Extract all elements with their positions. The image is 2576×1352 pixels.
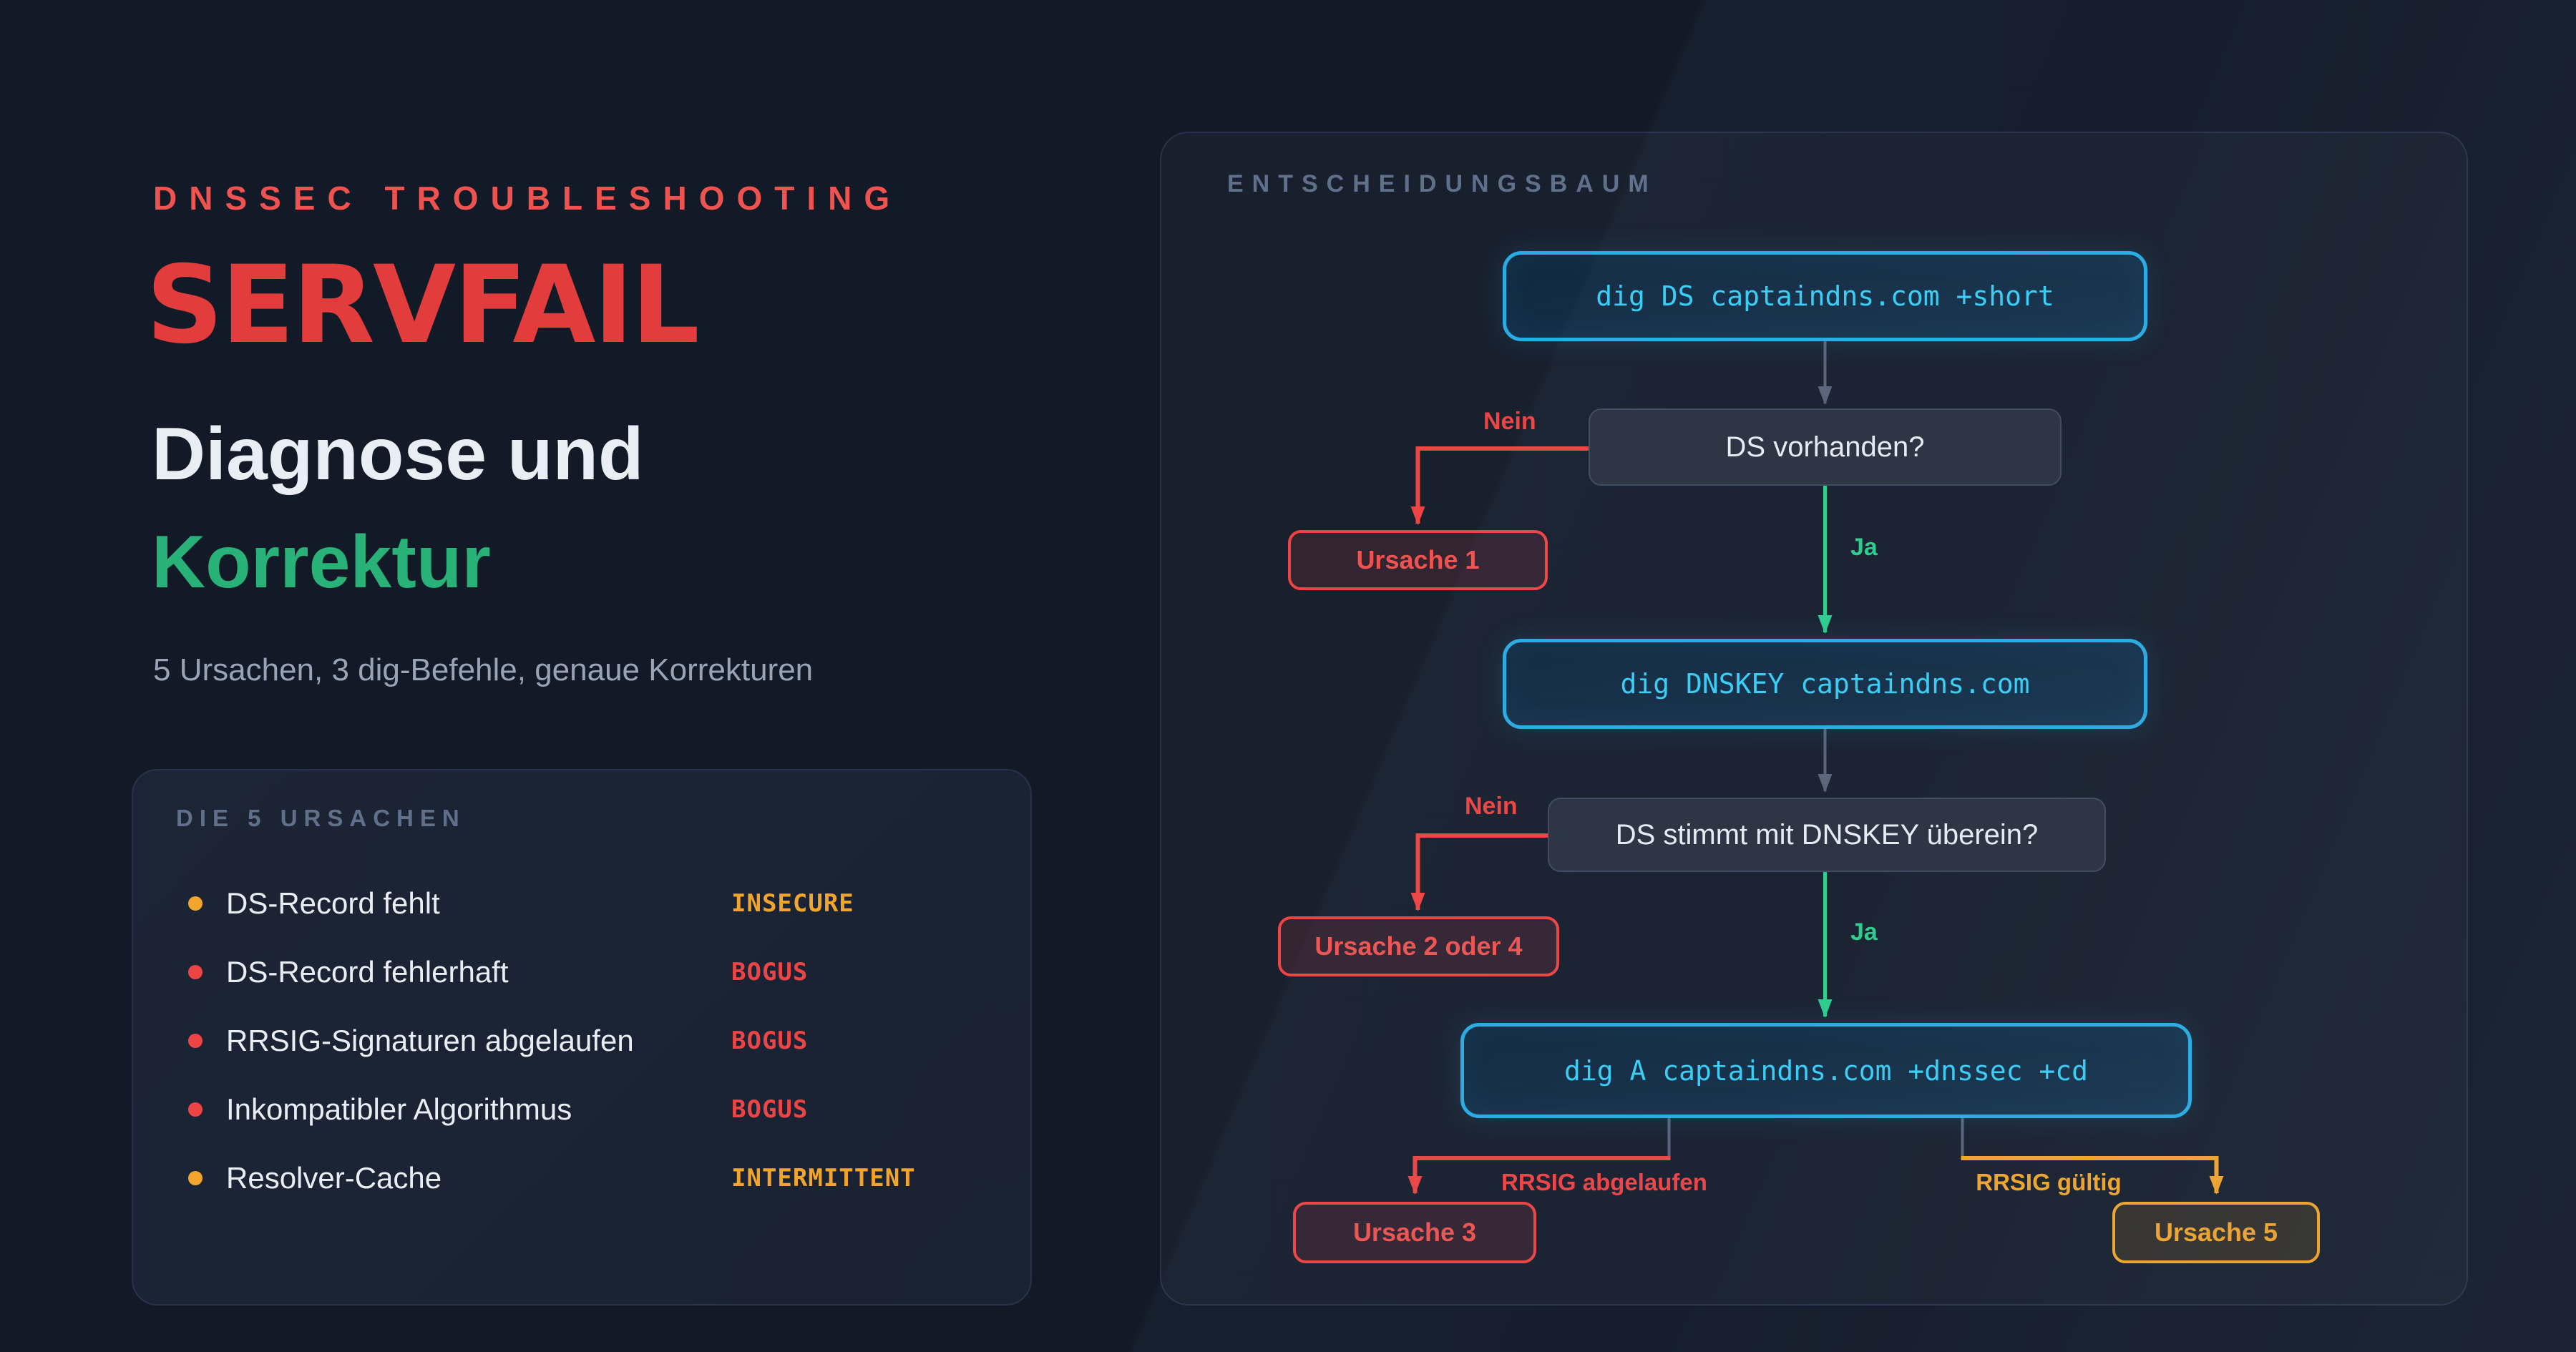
- status-badge: INTERMITTENT: [731, 1164, 916, 1192]
- bullet-dot-icon: [188, 1102, 203, 1117]
- flow-connectors: [1407, 341, 2224, 1195]
- status-badge: BOGUS: [731, 1095, 809, 1124]
- cause-row-5: Resolver-Cache INTERMITTENT: [133, 1161, 1030, 1195]
- edge-cmd3-cause3: [1407, 1156, 1671, 1195]
- edge-label-rrsig-abgelaufen: RRSIG abgelaufen: [1501, 1169, 1707, 1195]
- edge-label-rrsig-gueltig: RRSIG gültig: [1976, 1169, 2122, 1195]
- hero-heading-line2: Korrektur: [152, 520, 491, 604]
- decision-node-ds-vorhanden: DS vorhanden?: [1589, 408, 2062, 486]
- command-node-dig-dnskey: dig DNSKEY captaindns.com: [1503, 639, 2147, 729]
- status-badge: BOGUS: [731, 1027, 809, 1055]
- cause-row-1: DS-Record fehlt INSECURE: [133, 886, 1030, 921]
- hero-heading-line1: Diagnose und: [152, 413, 644, 496]
- bullet-dot-icon: [188, 965, 203, 979]
- hero-kicker: DNSSEC TROUBLESHOOTING: [153, 180, 902, 217]
- cause-row-3: RRSIG-Signaturen abgelaufen BOGUS: [133, 1024, 1030, 1058]
- command-node-dig-a-dnssec: dig A captaindns.com +dnssec +cd: [1460, 1023, 2192, 1118]
- edge-label-ja-1: Ja: [1850, 534, 1878, 561]
- cause-label: Resolver-Cache: [226, 1161, 442, 1195]
- cause-node-ursache-5: Ursache 5: [2112, 1202, 2320, 1263]
- cause-node-ursache-3: Ursache 3: [1293, 1202, 1536, 1263]
- edge-q1-cause1-nein: [1410, 446, 1589, 525]
- edge-cmd3-cause5: [1961, 1156, 2224, 1195]
- bullet-dot-icon: [188, 1034, 203, 1048]
- decision-node-ds-dnskey-match: DS stimmt mit DNSKEY überein?: [1548, 798, 2106, 872]
- causes-card: DIE 5 URSACHEN DS-Record fehlt INSECURE …: [132, 769, 1032, 1306]
- status-badge: BOGUS: [731, 958, 809, 986]
- cause-label: DS-Record fehlerhaft: [226, 955, 509, 989]
- cause-row-2: DS-Record fehlerhaft BOGUS: [133, 955, 1030, 989]
- decision-tree-header: ENTSCHEIDUNGSBAUM: [1227, 170, 1657, 197]
- decision-tree-panel: ENTSCHEIDUNGSBAUM: [1160, 132, 2468, 1306]
- cause-node-ursache-1: Ursache 1: [1288, 530, 1548, 590]
- command-node-dig-ds: dig DS captaindns.com +short: [1503, 251, 2147, 341]
- cause-label: DS-Record fehlt: [226, 886, 440, 920]
- edge-label-nein-1: Nein: [1483, 408, 1536, 435]
- bullet-dot-icon: [188, 1171, 203, 1185]
- cause-node-ursache-2-oder-4: Ursache 2 oder 4: [1278, 916, 1559, 976]
- hero-tagline: 5 Ursachen, 3 dig-Befehle, genaue Korrek…: [153, 652, 814, 687]
- status-badge: INSECURE: [731, 889, 854, 918]
- bullet-dot-icon: [188, 896, 203, 911]
- causes-card-header: DIE 5 URSACHEN: [176, 805, 466, 831]
- cause-label: Inkompatibler Algorithmus: [226, 1092, 572, 1126]
- edge-label-ja-2: Ja: [1850, 919, 1878, 946]
- hero-title-servfail: SERVFAIL: [146, 243, 700, 368]
- edge-label-nein-2: Nein: [1465, 793, 1518, 820]
- hero-heading: Diagnose und Korrektur: [152, 401, 644, 617]
- cause-label: RRSIG-Signaturen abgelaufen: [226, 1024, 634, 1057]
- edge-q2-cause24-nein: [1410, 833, 1548, 911]
- cause-row-4: Inkompatibler Algorithmus BOGUS: [133, 1092, 1030, 1127]
